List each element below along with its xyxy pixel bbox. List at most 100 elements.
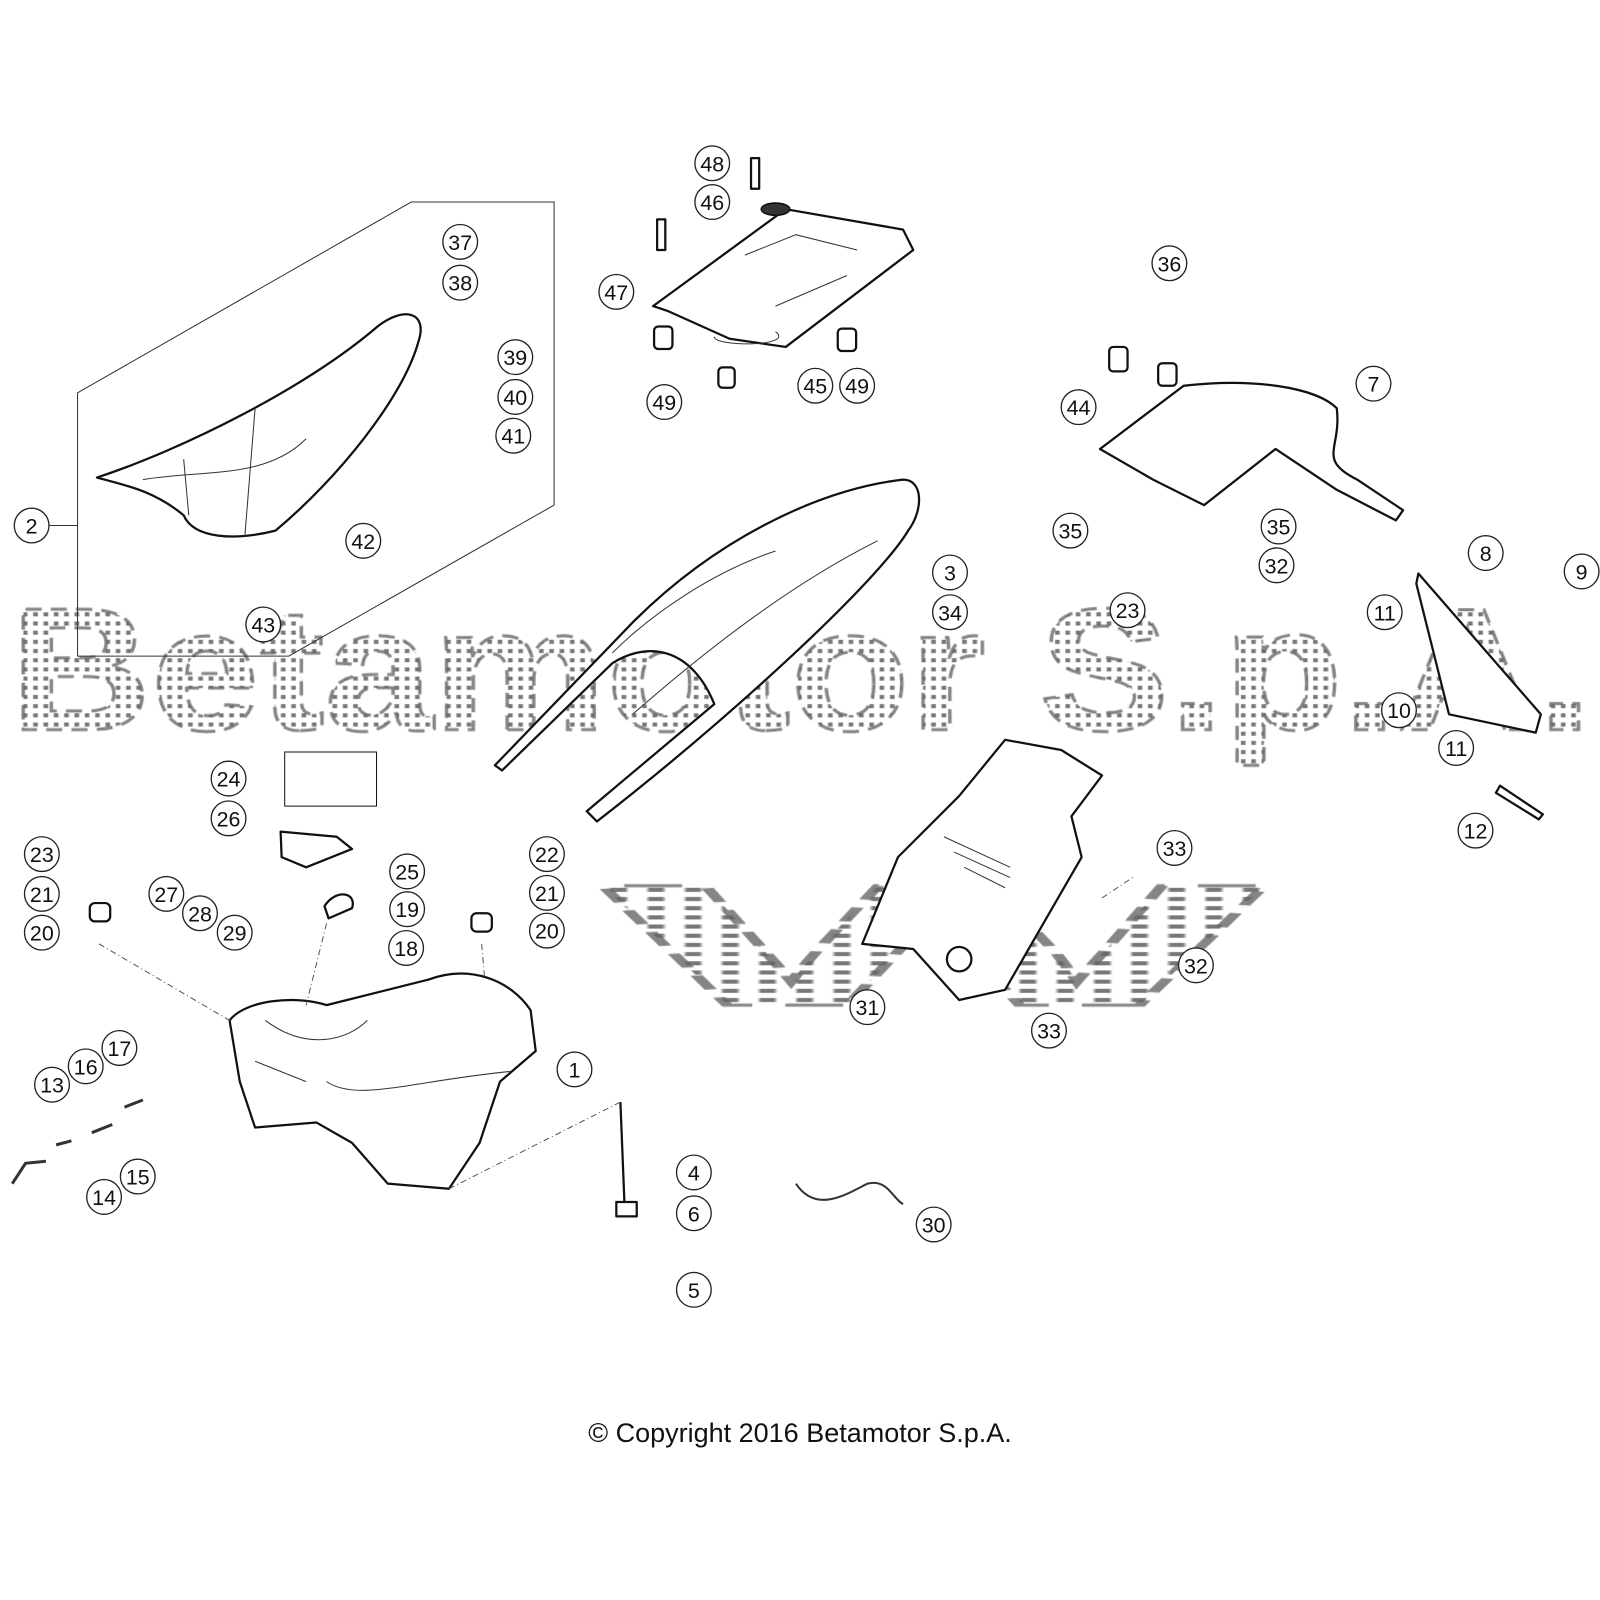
callout-circle <box>67 1048 104 1085</box>
callout-label: 17 <box>107 1037 131 1061</box>
seat-detail <box>142 408 307 536</box>
bolt <box>749 157 761 190</box>
callout-circle <box>442 223 479 260</box>
callout-25: 25 <box>389 853 426 890</box>
callout-6: 6 <box>675 1195 712 1232</box>
callout-13: 13 <box>34 1066 71 1103</box>
callout-circle <box>388 929 425 966</box>
callout-17: 17 <box>101 1029 138 1066</box>
callout-label: 39 <box>503 346 527 370</box>
bolt <box>656 218 667 252</box>
callout-14: 14 <box>86 1178 123 1215</box>
reflector <box>1494 784 1544 821</box>
callout-label: 27 <box>154 883 178 907</box>
callout-35: 35 <box>1260 508 1297 545</box>
callout-42: 42 <box>345 522 382 559</box>
callout-label: 16 <box>74 1055 98 1079</box>
callout-22: 22 <box>528 836 565 873</box>
callout-2: 2 <box>13 507 50 544</box>
callout-circle <box>1380 692 1417 729</box>
callout-49: 49 <box>646 384 683 421</box>
callout-24: 24 <box>210 760 247 797</box>
key-set-box <box>284 751 378 807</box>
callout-41: 41 <box>495 417 532 454</box>
callout-11: 11 <box>1366 594 1403 631</box>
assembly-line <box>98 877 1133 1190</box>
callout-28: 28 <box>181 895 219 932</box>
callout-circle <box>23 836 60 873</box>
rubber-mount <box>470 912 493 933</box>
callout-label: 15 <box>126 1166 150 1190</box>
callout-circle <box>849 989 886 1026</box>
callout-29: 29 <box>216 914 253 951</box>
callout-46: 46 <box>694 184 731 221</box>
callout-circle <box>1030 1012 1067 1049</box>
parts <box>10 157 1544 1218</box>
side-cover <box>861 738 1104 1002</box>
callout-circle <box>675 1154 712 1191</box>
washer <box>760 202 791 217</box>
bushing <box>652 325 674 351</box>
callout-label: 31 <box>855 996 879 1020</box>
callout-label: 36 <box>1157 252 1181 276</box>
callout-label: 23 <box>1116 599 1140 623</box>
callout-40: 40 <box>497 378 534 415</box>
callout-label: 43 <box>251 614 275 638</box>
rear-fender <box>1098 381 1405 522</box>
callout-label: 38 <box>448 272 472 296</box>
callout-19: 19 <box>389 891 426 928</box>
callout-circle <box>23 875 60 912</box>
callout-33: 33 <box>1156 829 1193 866</box>
callout-circle <box>528 874 565 911</box>
callout-circle <box>598 273 635 310</box>
callout-label: 41 <box>501 425 525 449</box>
callout-label: 40 <box>503 386 527 410</box>
callout-circle <box>1438 729 1475 766</box>
callout-39: 39 <box>497 339 534 376</box>
callout-circle <box>23 914 60 951</box>
copyright-text: © Copyright 2016 Betamotor S.p.A. <box>588 1418 1012 1448</box>
callout-label: 42 <box>351 530 375 554</box>
callout-label: 44 <box>1067 396 1091 420</box>
callout-label: 29 <box>223 922 247 946</box>
callout-circle <box>675 1271 712 1308</box>
callout-circle <box>148 875 185 912</box>
callout-circle <box>1467 535 1504 572</box>
callout-circle <box>1457 812 1494 849</box>
callout-label: 3 <box>944 561 956 585</box>
side-cover-detail <box>943 836 1011 889</box>
callout-circle <box>1260 508 1297 545</box>
callout-27: 27 <box>148 875 185 912</box>
tank-cap-plate <box>279 830 354 869</box>
callout-label: 37 <box>448 231 472 255</box>
callout-20: 20 <box>23 914 60 951</box>
callout-11: 11 <box>1438 729 1475 766</box>
callout-circle <box>646 384 683 421</box>
callout-label: 26 <box>217 807 241 831</box>
callout-circle <box>1060 389 1097 426</box>
seat <box>95 313 422 538</box>
callout-circle <box>528 836 565 873</box>
callout-circle <box>839 367 876 404</box>
callout-circle <box>1156 829 1193 866</box>
callout-38: 38 <box>442 264 479 301</box>
callout-10: 10 <box>1380 692 1417 729</box>
callout-circle <box>1355 365 1392 402</box>
callout-32: 32 <box>1177 947 1214 984</box>
callout-label: 20 <box>30 922 54 946</box>
callout-circle <box>245 606 282 643</box>
callout-circle <box>675 1195 712 1232</box>
callout-circle <box>119 1158 156 1195</box>
callout-label: 30 <box>922 1214 946 1238</box>
callout-label: 49 <box>652 391 676 415</box>
callout-circle <box>495 417 532 454</box>
callout-label: 13 <box>40 1074 64 1098</box>
rubber-mount <box>88 901 112 923</box>
callout-34: 34 <box>931 594 969 631</box>
callout-5: 5 <box>675 1271 712 1308</box>
callout-circle <box>1563 553 1600 590</box>
callout-label: 32 <box>1184 954 1208 978</box>
callout-circle <box>1366 594 1403 631</box>
